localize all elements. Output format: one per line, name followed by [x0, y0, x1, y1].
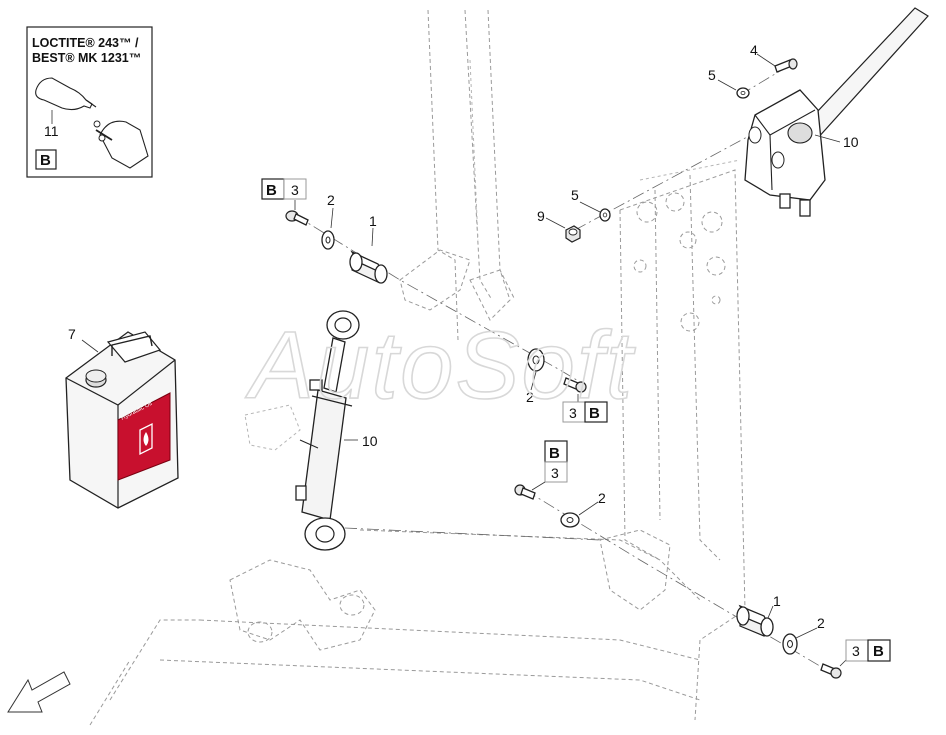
bushing-bottom: [736, 604, 774, 637]
leader-2-top: [330, 207, 334, 229]
callout-3-top: 3: [291, 182, 299, 198]
legend-line-2: BEST® MK 1231™: [32, 51, 141, 65]
callout-10-valve: 10: [843, 134, 859, 150]
bolt-4: [774, 58, 798, 73]
callout-3-top-frame: [283, 178, 307, 200]
hydraulic-cylinder: 10: [295, 310, 378, 551]
leader-1-top: [371, 227, 374, 247]
middle-fastener-group: 2 3 B: [526, 348, 608, 423]
leader-2-bottom: [795, 627, 818, 639]
leader-4: [756, 53, 776, 67]
valve-group: 10 4 5 5 9: [537, 7, 929, 243]
callout-9: 9: [537, 208, 545, 224]
leader-3-lower: [531, 481, 546, 491]
control-valve: [744, 89, 826, 201]
leader-1-bottom: [767, 605, 774, 619]
b-tag-mid: B: [589, 405, 600, 422]
callout-2-lower: 2: [598, 490, 606, 506]
adhesive-bottle-icon: [35, 77, 101, 128]
bolt-mid: [563, 377, 587, 393]
oil-can-leader: [81, 339, 99, 353]
watermark: AutoSoft: [245, 312, 636, 419]
b-tag-bottom: B: [873, 643, 884, 660]
leader-2-mid: [530, 371, 537, 391]
callout-4: 4: [750, 42, 758, 58]
leader-2-lower: [578, 501, 599, 516]
leader-5-top: [717, 79, 737, 91]
top-left-fastener-group: B 3 2 1: [261, 178, 388, 284]
callout-2-top: 2: [327, 192, 335, 208]
leader-9: [545, 217, 566, 229]
b-tag-bottom-frame: [867, 639, 891, 662]
lower-middle-fastener-group: B 3 2: [514, 440, 606, 528]
callout-7: 7: [68, 326, 76, 342]
leader-5-mid: [579, 201, 601, 213]
legend-b-tag: B: [40, 152, 51, 169]
callout-2-mid: 2: [526, 389, 534, 405]
leader-10-valve: [814, 134, 841, 143]
callout-10-cylinder: 10: [362, 433, 378, 449]
bottom-right-fastener-group: 1 2 3 B: [736, 593, 891, 679]
callout-3-lower-frame: [544, 461, 568, 483]
callout-2-bottom: 2: [817, 615, 825, 631]
b-tag-lower: B: [549, 445, 560, 462]
legend-b-tag-frame: [35, 149, 57, 170]
loctite-legend: LOCTITE® 243™ / BEST® MK 1231™ 11 B: [26, 26, 153, 178]
hand-with-bolt-icon: [95, 120, 149, 169]
b-tag-mid-frame: [584, 401, 608, 423]
callout-3-bottom: 3: [852, 643, 860, 659]
legend-line-1: LOCTITE® 243™ /: [32, 36, 139, 50]
callout-5-top: 5: [708, 67, 716, 83]
callout-1-bottom: 1: [773, 593, 781, 609]
callout-5-mid: 5: [571, 187, 579, 203]
callout-1-top: 1: [369, 213, 377, 229]
b-tag-top: B: [266, 182, 277, 199]
bolt-lower: [514, 484, 536, 500]
callout-3-mid: 3: [569, 405, 577, 421]
bolt-bottom: [820, 663, 842, 679]
bushing-top: [349, 250, 388, 284]
hydraulic-oil-can: Hydraulic Oil 7: [65, 326, 179, 509]
bolt-top: [285, 210, 309, 226]
legend-item-number: 11: [44, 123, 59, 139]
direction-arrow-icon: [7, 671, 71, 713]
nut-9: [565, 225, 581, 243]
callout-3-lower: 3: [551, 465, 559, 481]
